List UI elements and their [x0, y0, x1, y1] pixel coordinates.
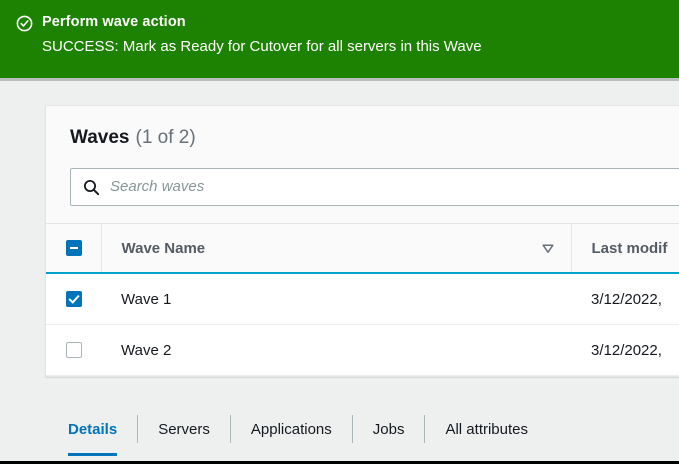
waves-title-text: Waves [70, 127, 130, 148]
flash-message: SUCCESS: Mark as Ready for Cutover for a… [42, 38, 482, 55]
tab-servers[interactable]: Servers [138, 410, 230, 448]
cell-last-modified-text: 3/12/2022, [591, 290, 662, 308]
tab-divider [229, 415, 231, 443]
table-row[interactable]: Wave 1 3/12/2022, [46, 272, 679, 325]
cell-last-modified-text: 3/12/2022, [591, 341, 662, 359]
cell-wave-name[interactable]: Wave 2 [101, 324, 571, 376]
row-select-cell[interactable] [46, 324, 101, 376]
row-checkbox[interactable] [66, 342, 82, 358]
tab-divider [351, 415, 353, 443]
tab-jobs-label: Jobs [372, 420, 405, 438]
table-header-row: Wave Name Last modif [46, 223, 679, 274]
column-header-wave-name[interactable]: Wave Name [100, 223, 571, 274]
search-icon [83, 179, 100, 196]
cell-wave-name-text: Wave 2 [121, 341, 172, 359]
tab-divider [137, 415, 139, 443]
search-input[interactable] [110, 176, 650, 198]
row-checkbox[interactable] [66, 291, 82, 307]
column-header-wave-name-label: Wave Name [121, 239, 206, 257]
flash-title: Perform wave action [42, 14, 186, 30]
waves-panel: Waves(1 of 2) [45, 105, 679, 377]
waves-panel-header: Waves(1 of 2) [46, 106, 679, 150]
tab-details-label: Details [68, 420, 118, 438]
table-row[interactable]: Wave 2 3/12/2022, [46, 324, 679, 376]
tab-all-attributes[interactable]: All attributes [425, 410, 548, 448]
tab-divider [424, 415, 426, 443]
waves-count-text: (1 of 2) [135, 127, 196, 148]
select-all-checkbox[interactable] [66, 240, 82, 256]
row-select-cell[interactable] [46, 272, 101, 325]
column-header-last-modified-label: Last modif [591, 239, 668, 257]
search-waves-box[interactable] [70, 168, 679, 206]
detail-tabs: Details Servers Applications Jobs All at… [45, 400, 679, 461]
cell-last-modified: 3/12/2022, [571, 324, 679, 376]
success-circle-check-icon [16, 15, 33, 32]
success-flash-banner: Perform wave action SUCCESS: Mark as Rea… [0, 0, 679, 78]
tab-applications[interactable]: Applications [231, 410, 352, 448]
waves-table: Wave Name Last modif [46, 223, 679, 376]
page-title: Waves(1 of 2) [70, 126, 679, 150]
select-all-header-cell[interactable] [46, 223, 101, 274]
tab-details[interactable]: Details [45, 410, 137, 456]
sort-descending-triangle-icon[interactable] [541, 241, 555, 255]
tab-applications-label: Applications [250, 420, 332, 438]
flash-divider [0, 78, 679, 81]
cell-last-modified: 3/12/2022, [571, 272, 679, 325]
cell-wave-name-text: Wave 1 [121, 290, 172, 308]
tab-jobs[interactable]: Jobs [353, 410, 425, 448]
column-header-last-modified[interactable]: Last modif [570, 223, 679, 274]
tab-servers-label: Servers [158, 420, 210, 438]
search-row [46, 150, 679, 223]
cell-wave-name[interactable]: Wave 1 [101, 272, 571, 325]
tab-all-attributes-label: All attributes [445, 420, 529, 438]
